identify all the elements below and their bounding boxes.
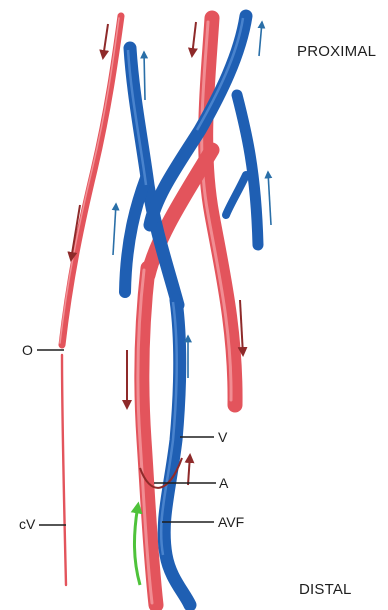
collateral-vein <box>60 16 121 585</box>
label-occlusion: O <box>22 343 33 357</box>
label-collateral-vein: cV <box>19 517 35 531</box>
label-vein: V <box>218 430 227 444</box>
label-proximal: PROXIMAL <box>297 44 376 59</box>
label-distal: DISTAL <box>299 582 352 597</box>
label-artery: A <box>219 476 228 490</box>
label-fistula: AVF <box>218 515 244 529</box>
vein-main-lower <box>161 300 190 605</box>
artery-main-lower <box>138 268 156 605</box>
